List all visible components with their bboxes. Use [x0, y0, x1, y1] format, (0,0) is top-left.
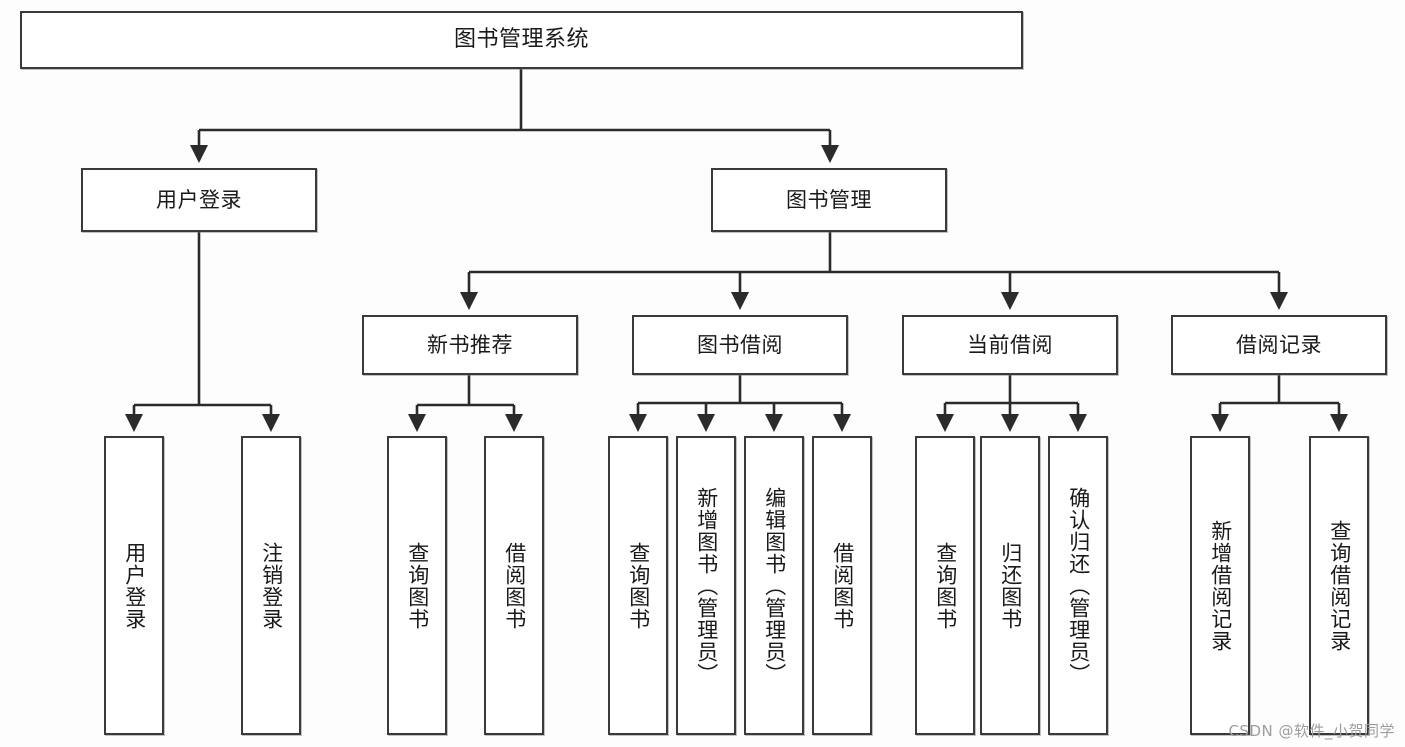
leaf-new-book-query[interactable]: 查询图书	[387, 436, 447, 735]
leaf-label: 归还图书	[998, 541, 1023, 630]
leaf-label: 确认归还（管理员）	[1066, 486, 1091, 685]
node-book-management[interactable]: 图书管理	[711, 168, 947, 232]
leaf-label: 用户登录	[122, 541, 147, 630]
node-book-borrow-label: 图书借阅	[697, 332, 783, 357]
node-user-login-label: 用户登录	[156, 187, 242, 212]
leaf-current-query-book[interactable]: 查询图书	[915, 436, 975, 735]
leaf-borrow-add-book[interactable]: 新增图书（管理员）	[676, 436, 736, 735]
leaf-user-login-logout[interactable]: 注销登录	[241, 436, 301, 735]
node-book-borrow[interactable]: 图书借阅	[632, 315, 848, 375]
leaf-borrow-borrow-book[interactable]: 借阅图书	[812, 436, 872, 735]
leaf-label: 借阅图书	[830, 541, 855, 630]
leaf-borrow-edit-book[interactable]: 编辑图书（管理员）	[744, 436, 804, 735]
node-root[interactable]: 图书管理系统	[20, 11, 1023, 69]
node-book-management-label: 图书管理	[786, 187, 872, 212]
leaf-user-login-login[interactable]: 用户登录	[104, 436, 164, 735]
leaf-records-add-record[interactable]: 新增借阅记录	[1190, 436, 1250, 735]
leaf-label: 查询图书	[405, 541, 430, 630]
leaf-label: 借阅图书	[502, 541, 527, 630]
node-user-login[interactable]: 用户登录	[81, 168, 317, 232]
node-borrow-records[interactable]: 借阅记录	[1171, 315, 1387, 375]
leaf-current-confirm-return[interactable]: 确认归还（管理员）	[1048, 436, 1108, 735]
node-new-book-recommend[interactable]: 新书推荐	[362, 315, 578, 375]
leaf-borrow-query-book[interactable]: 查询图书	[608, 436, 668, 735]
leaf-label: 编辑图书（管理员）	[762, 486, 787, 685]
node-current-borrow[interactable]: 当前借阅	[902, 315, 1118, 375]
leaf-new-book-borrow[interactable]: 借阅图书	[484, 436, 544, 735]
leaf-label: 新增借阅记录	[1208, 519, 1233, 652]
leaf-label: 新增图书（管理员）	[694, 486, 719, 685]
node-current-borrow-label: 当前借阅	[967, 332, 1053, 357]
leaf-label: 注销登录	[259, 541, 284, 630]
leaf-label: 查询图书	[933, 541, 958, 630]
node-root-label: 图书管理系统	[453, 26, 589, 52]
leaf-records-query-record[interactable]: 查询借阅记录	[1309, 436, 1369, 735]
node-new-book-recommend-label: 新书推荐	[427, 332, 513, 357]
leaf-label: 查询图书	[626, 541, 651, 630]
leaf-label: 查询借阅记录	[1327, 519, 1352, 652]
node-borrow-records-label: 借阅记录	[1236, 332, 1322, 357]
leaf-current-return-book[interactable]: 归还图书	[980, 436, 1040, 735]
